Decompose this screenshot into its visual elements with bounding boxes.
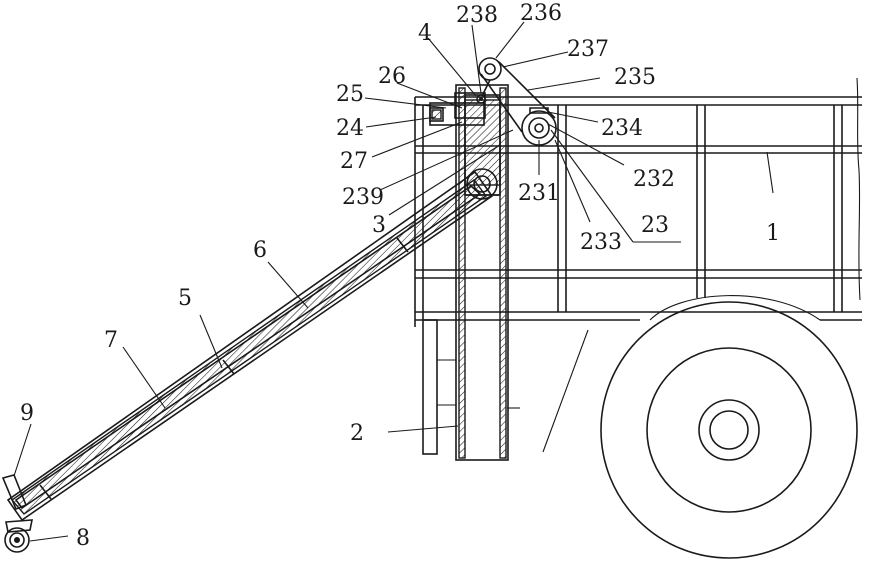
label-7: 7	[104, 328, 118, 353]
label-6: 6	[253, 238, 267, 263]
label-239: 239	[342, 185, 384, 210]
label-8: 8	[76, 526, 90, 551]
leader-lines	[14, 22, 773, 541]
label-2: 2	[350, 421, 364, 446]
label-27: 27	[340, 149, 368, 174]
label-5: 5	[178, 286, 192, 311]
label-232: 232	[633, 167, 675, 192]
label-238: 238	[456, 3, 498, 28]
label-9: 9	[20, 401, 34, 426]
label-26: 26	[378, 64, 406, 89]
cart-wheel	[601, 296, 857, 558]
label-235: 235	[614, 65, 656, 90]
label-237: 237	[567, 37, 609, 62]
label-231: 231	[518, 181, 560, 206]
vertical-sleeve	[456, 85, 508, 460]
label-24: 24	[336, 116, 364, 141]
label-233: 233	[580, 230, 622, 255]
label-234: 234	[601, 116, 643, 141]
label-23: 23	[641, 213, 669, 238]
label-1: 1	[766, 221, 780, 246]
telescoping-arm	[8, 172, 492, 520]
label-236: 236	[520, 1, 562, 26]
label-25: 25	[336, 82, 364, 107]
reference-numerals: 238 236 4 237 235 26 25 234 24 27 232 23…	[20, 1, 780, 551]
label-4: 4	[418, 21, 432, 46]
label-3: 3	[372, 213, 386, 238]
